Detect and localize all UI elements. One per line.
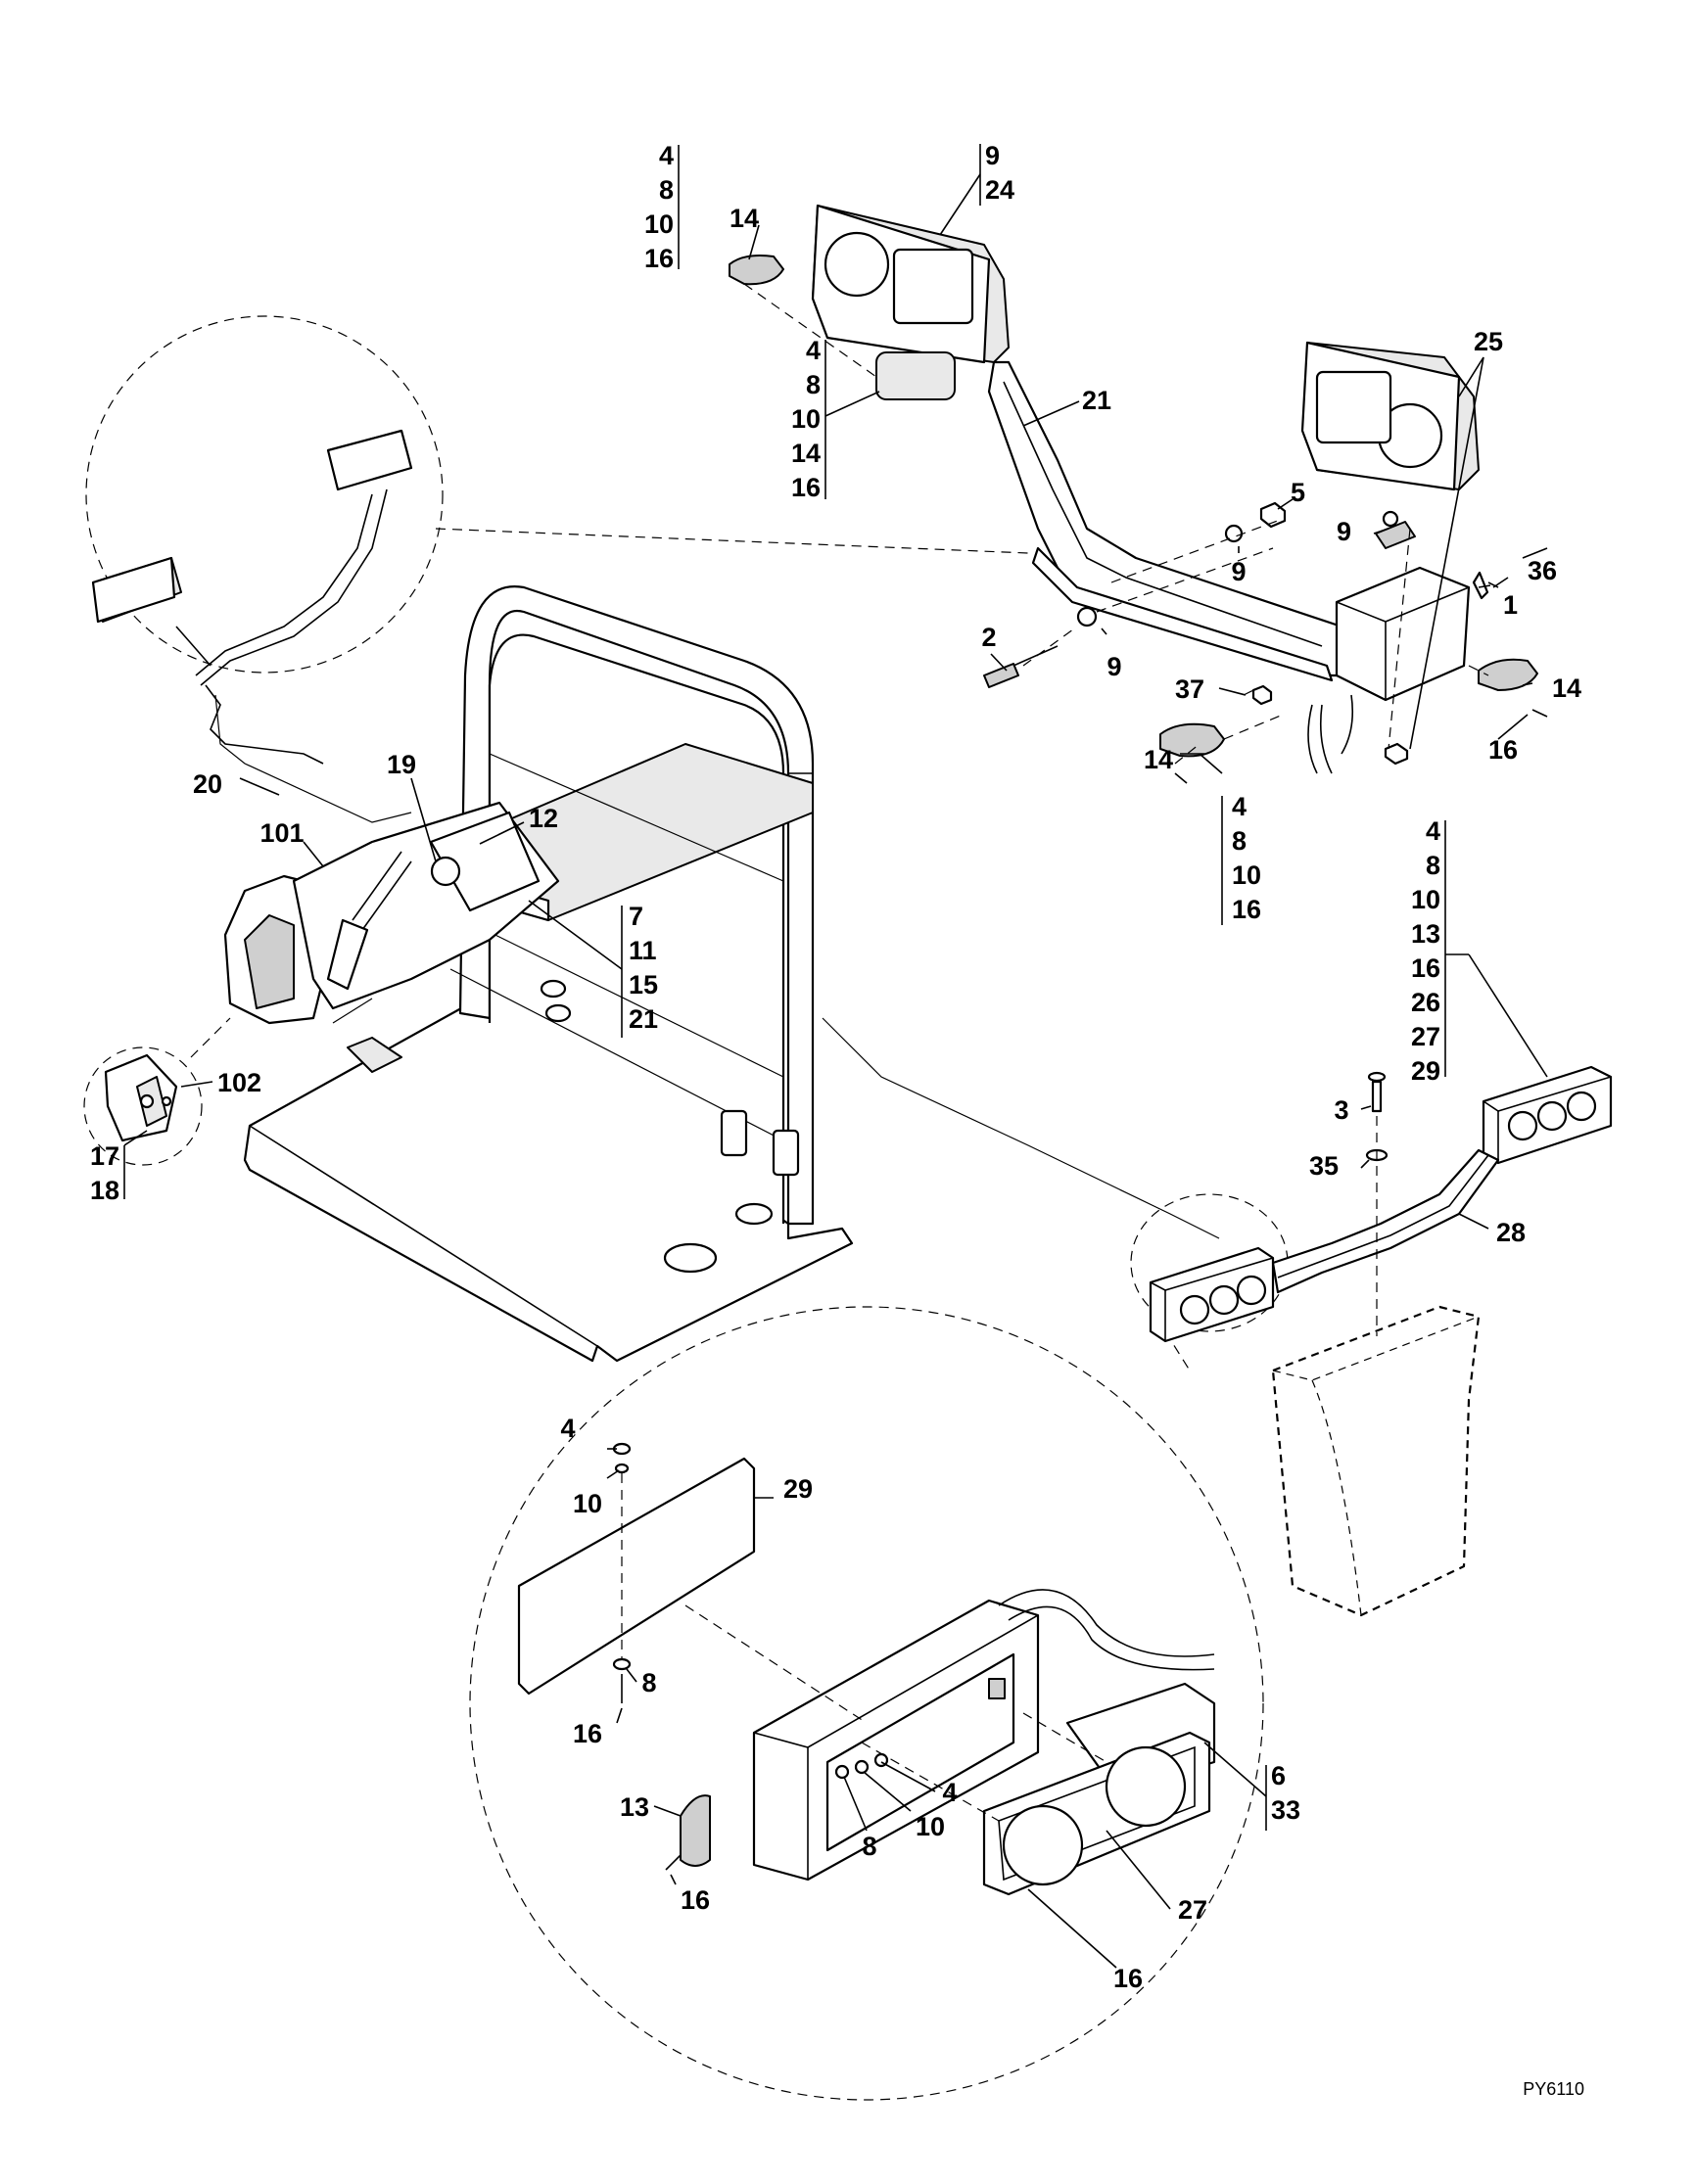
callout-14: 14 [730, 204, 759, 233]
leader-lines [123, 144, 1548, 1969]
callout-24: 24 [985, 175, 1014, 205]
callout-37: 37 [1175, 674, 1204, 704]
lower-light-bar [1149, 1065, 1613, 1617]
upper-light-bar [729, 204, 1548, 784]
callout-29: 29 [783, 1474, 813, 1504]
callout-16: 16 [1113, 1964, 1143, 1993]
callout-5: 5 [1291, 478, 1305, 507]
callout-4: 4 [560, 1414, 575, 1443]
callout-4: 4 [942, 1778, 957, 1807]
callout-16: 16 [1232, 895, 1261, 924]
callout-4: 4 [1232, 792, 1247, 821]
callout-35: 35 [1309, 1151, 1339, 1181]
callout-8: 8 [806, 370, 821, 399]
callout-7: 7 [629, 902, 643, 931]
callout-9: 9 [1337, 517, 1351, 546]
callout-26: 26 [1411, 988, 1440, 1017]
callout-8: 8 [862, 1832, 876, 1861]
callout-10: 10 [791, 404, 821, 434]
callout-11: 11 [629, 936, 657, 965]
callout-8: 8 [641, 1668, 656, 1697]
callout-10: 10 [1232, 860, 1261, 890]
callout-2: 2 [981, 623, 996, 652]
callout-10: 10 [573, 1489, 602, 1518]
callout-8: 8 [1426, 851, 1440, 880]
callout-27: 27 [1411, 1022, 1440, 1051]
detail-leader-left [190, 1017, 231, 1058]
callout-101: 101 [259, 818, 304, 848]
callout-14: 14 [1144, 745, 1173, 774]
callout-36: 36 [1528, 556, 1557, 585]
callout-20: 20 [193, 769, 222, 799]
callout-15: 15 [629, 970, 658, 999]
detail-circle-lower [469, 1306, 1264, 2101]
callout-29: 29 [1411, 1056, 1440, 1086]
detail-circle-small-left [83, 1046, 203, 1166]
callout-14: 14 [791, 439, 821, 468]
steering-console [223, 801, 560, 1073]
callout-3: 3 [1334, 1095, 1348, 1125]
callout-14: 14 [1552, 674, 1581, 703]
callout-16: 16 [791, 473, 821, 502]
callout-33: 33 [1271, 1795, 1300, 1825]
callout-12: 12 [529, 804, 558, 833]
callout-9: 9 [1231, 557, 1246, 586]
callout-4: 4 [806, 336, 821, 365]
callout-28: 28 [1496, 1218, 1526, 1247]
harness-wire-upper [214, 694, 412, 823]
callout-16: 16 [681, 1885, 710, 1915]
callout-9: 9 [1106, 652, 1121, 681]
callout-9: 9 [985, 141, 1000, 170]
callout-13: 13 [1411, 919, 1440, 949]
callout-8: 8 [1232, 826, 1247, 856]
figure-code: PY6110 [1523, 2079, 1584, 2099]
harness-wire [822, 1017, 1220, 1239]
callout-4: 4 [1426, 816, 1440, 846]
callout-19: 19 [387, 750, 416, 779]
callout-18: 18 [90, 1176, 119, 1205]
callout-10: 10 [1411, 885, 1440, 914]
callout-25: 25 [1474, 327, 1503, 356]
detail-circle-upper-left [85, 315, 444, 674]
callout-102: 102 [217, 1068, 261, 1097]
callout-16: 16 [644, 244, 674, 273]
callout-8: 8 [659, 175, 674, 205]
detail-leader-upper [435, 528, 1029, 554]
callout-16: 16 [1411, 953, 1440, 983]
callout-21: 21 [1082, 386, 1111, 415]
callout-4: 4 [659, 141, 674, 170]
lower-detail-assembly [517, 1442, 1216, 1896]
callout-17: 17 [90, 1141, 119, 1171]
callout-1: 1 [1503, 590, 1518, 620]
detail-light-bar-assembly [91, 429, 413, 765]
callout-27: 27 [1178, 1895, 1207, 1925]
callout-10: 10 [644, 209, 674, 239]
callout-labels: 4 8 10 16 14 9 24 4 8 10 14 16 25 21 5 9… [90, 141, 1584, 2099]
callout-13: 13 [620, 1792, 649, 1822]
callout-6: 6 [1271, 1761, 1286, 1790]
callout-16: 16 [1488, 735, 1518, 765]
callout-10: 10 [916, 1812, 945, 1841]
pedal-switch-detail [104, 1053, 178, 1142]
callout-16: 16 [573, 1719, 602, 1748]
callout-21: 21 [629, 1004, 658, 1034]
